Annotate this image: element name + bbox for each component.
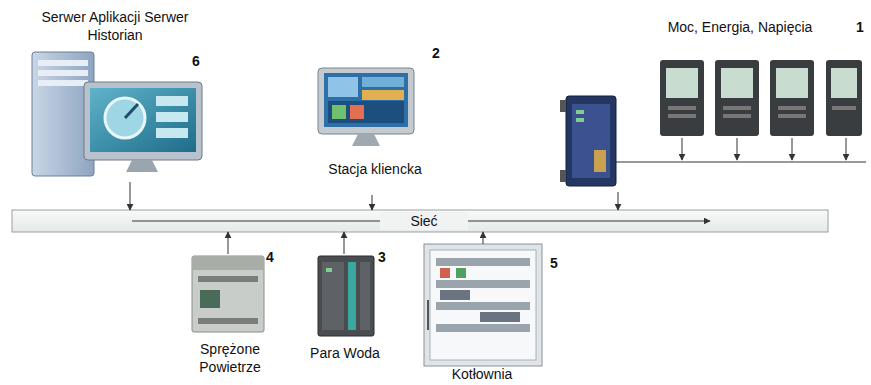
plc-node: Sprężone Powietrze4 — [185, 254, 275, 382]
plc-modular-icon — [318, 256, 374, 336]
callout-number: 5 — [550, 254, 558, 272]
device-label: Kotłownia — [430, 365, 534, 383]
network-connector — [130, 182, 131, 210]
device-label: Sprężone Powietrze — [180, 340, 280, 376]
boiler-room-cabinet-icon — [424, 244, 542, 366]
callout-number: 2 — [432, 44, 440, 62]
bus-label: Sieć — [380, 212, 468, 230]
plc-node: Para Woda3 — [312, 254, 388, 382]
network-connector — [618, 192, 619, 210]
client-workstation-icon — [318, 68, 414, 146]
callout-number: 4 — [266, 248, 274, 266]
power-meter-icons — [660, 60, 862, 136]
device-label: Serwer Aplikacji Serwer Historian — [40, 8, 190, 44]
device-label: Para Woda — [310, 344, 380, 362]
device-label: Stacja kliencka — [305, 160, 445, 178]
network-connector — [344, 232, 345, 254]
meters-node: Moc, Energia, Napięcia 1 — [556, 14, 869, 192]
network-bus: Sieć — [12, 210, 828, 232]
network-connector — [483, 232, 484, 244]
callout-number: 1 — [856, 18, 864, 36]
callout-number: 3 — [378, 248, 386, 266]
device-label: Moc, Energia, Napięcia — [640, 18, 840, 36]
network-bus — [12, 210, 828, 232]
network-connector — [372, 195, 373, 210]
server-icon — [32, 52, 202, 176]
plc-compact-icon — [192, 256, 264, 332]
network-connector — [228, 232, 229, 254]
serial-gateway-icon — [560, 96, 616, 186]
callout-number: 6 — [192, 52, 200, 70]
cabinet-node: Kotłownia 5 — [422, 244, 564, 384]
client-node: Stacja kliencka 2 — [300, 40, 450, 195]
meter-bus-lines — [616, 138, 866, 162]
server-node: Serwer Aplikacji Serwer Historian6 — [28, 4, 218, 182]
